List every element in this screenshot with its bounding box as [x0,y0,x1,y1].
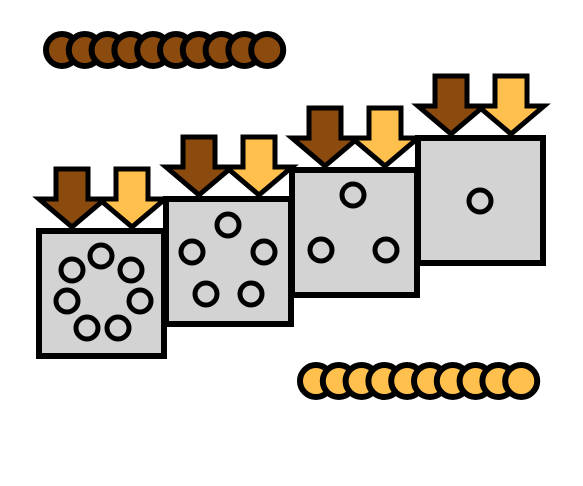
hole [73,314,101,342]
brown-arrow-icon [32,166,112,231]
gold-arrow-icon [92,166,172,231]
coin [248,31,287,69]
hole [126,287,154,315]
gold-arrow-icon [471,73,551,138]
hole [466,187,494,215]
hole [250,238,278,266]
box-3 [285,105,425,298]
brown-coin-row [43,31,287,69]
gold-coin-row [297,362,541,400]
hole [178,238,206,266]
hole [307,236,335,264]
box-4 [411,73,551,266]
brown-arrow-icon [285,105,365,170]
box-2 [159,134,299,327]
gold-arrow-icon [345,105,425,170]
hole [372,236,400,264]
hole [214,211,242,239]
hole [237,280,265,308]
hole [53,287,81,315]
hole [117,256,145,284]
coin [502,362,541,400]
hole [58,256,86,284]
hole [104,314,132,342]
hole [339,181,367,209]
hole [192,280,220,308]
hole [87,242,115,270]
gold-arrow-icon [219,134,299,199]
box-body [415,135,546,266]
brown-arrow-icon [411,73,491,138]
box-body [289,167,420,298]
box-1 [32,166,172,359]
brown-arrow-icon [159,134,239,199]
